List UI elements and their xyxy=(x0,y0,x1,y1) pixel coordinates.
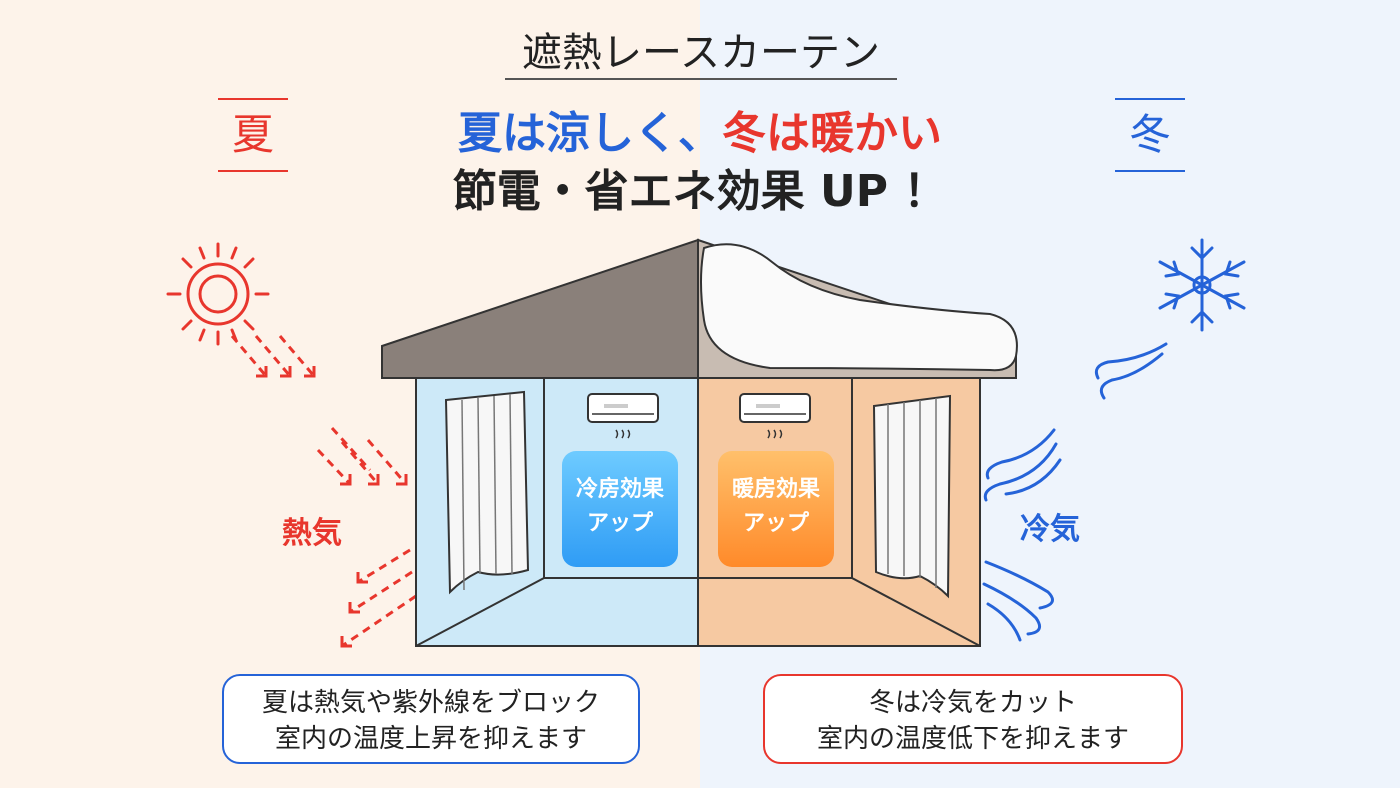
snowflake-icon xyxy=(1158,238,1246,332)
summer-note: 夏は熱気や紫外線をブロック 室内の温度上昇を抑えます xyxy=(222,674,640,764)
cooling-label-line2: アップ xyxy=(586,511,653,536)
winter-heading: 冬 xyxy=(1115,98,1185,172)
cold-label: 冷気 xyxy=(1020,512,1080,547)
winter-note: 冬は冷気をカット 室内の温度低下を抑えます xyxy=(763,674,1183,764)
page-title: 遮熱レースカーテン xyxy=(505,30,897,80)
heating-label-line1: 暖房効果 xyxy=(731,477,820,502)
snow-roof-icon xyxy=(700,243,1018,372)
cooling-effect-badge: 冷房効果 アップ xyxy=(562,451,678,567)
summer-heading: 夏 xyxy=(218,98,288,172)
heat-arrow-icon xyxy=(230,335,417,648)
headline-summer-text: 夏は涼しく、 xyxy=(458,108,722,159)
curtain-icon xyxy=(444,390,530,595)
wind-icon xyxy=(982,342,1168,642)
air-conditioner-icon xyxy=(739,393,811,439)
headline-line2: 節電・省エネ効果 UP ！ xyxy=(452,166,948,217)
winter-note-line1: 冬は冷気をカット xyxy=(868,688,1077,718)
summer-note-line2: 室内の温度上昇を抑えます xyxy=(274,724,587,754)
heat-label: 熱気 xyxy=(282,516,342,551)
air-conditioner-icon xyxy=(587,393,659,439)
summer-note-line1: 夏は熱気や紫外線をブロック xyxy=(261,688,600,718)
curtain-icon xyxy=(872,394,952,599)
heating-effect-badge: 暖房効果 アップ xyxy=(718,451,834,567)
cooling-label-line1: 冷房効果 xyxy=(575,477,664,502)
sun-icon xyxy=(166,242,270,346)
heating-label-line2: アップ xyxy=(742,511,809,536)
headline-line1: 夏は涼しく、冬は暖かい xyxy=(300,108,1100,160)
winter-note-line2: 室内の温度低下を抑えます xyxy=(816,724,1129,754)
headline-winter-text: 冬は暖かい xyxy=(722,108,942,159)
roof-left xyxy=(381,238,699,379)
heat-arrowheads xyxy=(256,366,408,648)
